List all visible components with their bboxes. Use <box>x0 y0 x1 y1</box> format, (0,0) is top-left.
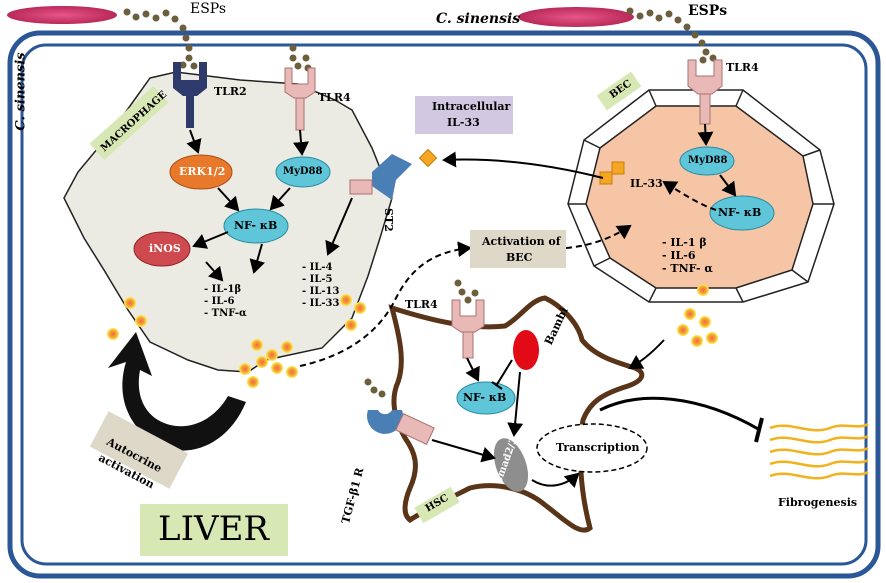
tgf-b1-receptor <box>367 410 435 446</box>
mac-cytokines-left: IL-1β IL-6 TNF-α <box>204 284 247 320</box>
c-sinensis-top-label: C. sinensis <box>436 11 521 27</box>
cytokine-item: IL-4 <box>302 262 339 274</box>
st2-receptor <box>349 154 412 200</box>
hsc-label-box <box>414 486 460 524</box>
worm-left <box>7 6 117 24</box>
smad-node <box>493 438 529 492</box>
esp-particles-tgf <box>364 378 386 398</box>
inner-border <box>20 43 868 566</box>
dashed-arrows <box>299 180 717 367</box>
myd88-mac-label: MyD88 <box>283 166 323 177</box>
intracellular-box <box>415 96 513 134</box>
myd88-bec-node <box>679 146 735 176</box>
nfkb-bec-label: NF- κB <box>718 206 762 219</box>
il33-square-bec-2 <box>611 161 625 175</box>
inos-label: iNOS <box>149 242 181 255</box>
bec-wall-segments <box>568 89 834 303</box>
tlr4-hsc-label: TLR4 <box>405 298 438 311</box>
fibrogenesis-bar <box>754 417 764 443</box>
bec-label-box <box>596 71 642 111</box>
il33-bec-label: IL-33 <box>630 177 663 190</box>
tlr2-receptor <box>173 62 207 128</box>
solid-arrows <box>186 123 737 463</box>
nfkb-hsc-label: NF- κB <box>463 391 507 404</box>
cytokine-item: TNF-α <box>204 308 247 320</box>
transcription-label: Transcription <box>556 441 640 454</box>
tlr4-bec-label: TLR4 <box>726 61 759 74</box>
nfkb-bec-node <box>709 195 775 231</box>
c-sinensis-side-label: C. sinensis <box>13 52 29 131</box>
erk-node <box>169 154 233 190</box>
autocrine-arrow <box>108 332 246 451</box>
myd88-bec-label: MyD88 <box>688 155 728 166</box>
cytokine-dots <box>107 284 718 388</box>
smad-arrow <box>531 472 580 489</box>
nfkb-hsc-node <box>456 381 516 415</box>
bambi-inhibition-bar <box>491 381 503 390</box>
cytokine-item: IL-6 <box>662 249 713 262</box>
esp-particles-right <box>626 7 717 64</box>
cytokine-item: IL-13 <box>302 286 340 298</box>
fibrogenesis-label: Fibrogenesis <box>778 496 858 509</box>
il33-square-mac <box>418 148 438 168</box>
bambi-node <box>513 330 539 370</box>
esps-label-right: ESPs <box>688 3 728 19</box>
activation-box <box>470 230 566 268</box>
cytokine-item: IL-5 <box>302 274 339 286</box>
fibers <box>769 422 869 480</box>
cytokine-item: IL-1β <box>204 284 247 296</box>
bec-cytokines: IL-1 β IL-6 TNF- α <box>662 236 713 275</box>
inos-node <box>133 231 191 267</box>
worm-right <box>518 7 634 27</box>
transcription-box <box>536 423 648 473</box>
esp-particles-hsc <box>454 279 479 304</box>
bambi-inhibition <box>495 359 513 387</box>
activation-label-1: Activation of <box>482 235 561 248</box>
cytokine-item: IL-1 β <box>662 236 713 249</box>
tlr4-mac-label: TLR4 <box>318 91 351 104</box>
tlr4-hsc-receptor <box>451 299 485 359</box>
esp-particles-left <box>123 8 198 70</box>
nfkb-mac-node <box>223 208 289 244</box>
esps-label: ESPs <box>190 1 227 17</box>
st2-label: ST2 <box>382 208 395 232</box>
cytokine-item: IL-6 <box>204 296 247 308</box>
cytokine-item: TNF- α <box>662 262 712 275</box>
mac-cytokines-right: IL-4 IL-5 IL-13 IL-33 <box>302 262 340 310</box>
intracellular-label-2: IL-33 <box>447 116 480 129</box>
fibrogenesis-arrow <box>599 396 761 432</box>
liver-box <box>140 504 288 556</box>
tlr2-label: TLR2 <box>214 85 247 98</box>
erk-label: ERK1/2 <box>179 165 226 178</box>
macrophage-label-box <box>89 86 169 160</box>
nfkb-mac-label: NF- κB <box>234 219 278 232</box>
intracellular-label-1: Intracellular <box>432 100 511 113</box>
autocrine-box <box>89 411 189 489</box>
esp-particles-mac-tlr4 <box>289 44 312 72</box>
cytokine-item: IL-33 <box>302 298 340 310</box>
myd88-mac-node <box>275 156 331 188</box>
activation-label-2: BEC <box>506 251 533 264</box>
liver-label: LIVER <box>158 509 269 549</box>
outer-border <box>7 30 881 579</box>
